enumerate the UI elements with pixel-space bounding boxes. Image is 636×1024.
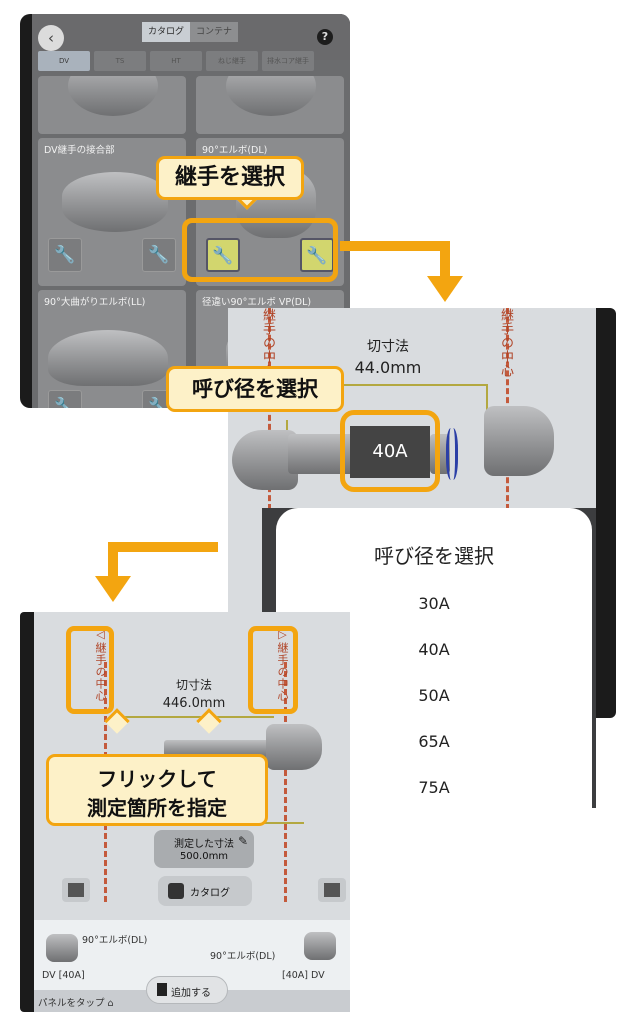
wrench-icon[interactable]: 🔧 bbox=[142, 238, 176, 272]
fitting-image bbox=[62, 172, 168, 232]
wrench-icon[interactable]: 🔧 bbox=[48, 390, 82, 408]
segment-catalog[interactable]: カタログ bbox=[142, 22, 191, 42]
diameter-screen-panel: 継手の中心 継手の中心 切寸法 44.0mm 40A 呼び径を選択 30A 40… bbox=[228, 308, 616, 808]
elbow-icon bbox=[304, 932, 336, 960]
bookmark-icon bbox=[157, 983, 167, 996]
measured-size-display[interactable]: 測定した寸法 500.0mm ✎ bbox=[154, 830, 254, 868]
dimension-line bbox=[264, 822, 304, 824]
measured-size-value: 500.0mm bbox=[179, 851, 229, 862]
fitting-image bbox=[48, 330, 168, 386]
diameter-option-30a[interactable]: 30A bbox=[418, 594, 450, 613]
arrow-connector bbox=[340, 241, 450, 251]
catalog-card-90-long-elbow[interactable]: 90°大曲がりエルボ(LL) 🔧 🔧 bbox=[38, 290, 186, 408]
catalog-button[interactable]: カタログ bbox=[158, 876, 252, 906]
callout-select-fitting: 継手を選択 bbox=[156, 156, 304, 200]
view-segment: カタログ コンテナ bbox=[142, 22, 239, 42]
highlight-diameter bbox=[340, 410, 440, 492]
catalog-screen: ‹ カタログ コンテナ ? DV TS HT ねじ継手 排水コア継手 bbox=[32, 14, 350, 408]
diameter-selector[interactable]: 40A bbox=[350, 426, 430, 478]
prev-fitting-button[interactable] bbox=[62, 878, 90, 902]
tab-drain-core-fitting[interactable]: 排水コア継手 bbox=[262, 51, 314, 71]
fitting-thumb-icon bbox=[68, 883, 84, 897]
fitting-name-left: 90°エルボ(DL) bbox=[82, 935, 148, 946]
highlight-fitting-tools bbox=[182, 218, 338, 282]
diameter-option-40a[interactable]: 40A bbox=[418, 640, 450, 659]
diameter-option-75a[interactable]: 75A bbox=[418, 778, 450, 797]
catalog-button-label: カタログ bbox=[190, 888, 230, 899]
category-tabs: DV TS HT ねじ継手 排水コア継手 bbox=[38, 51, 314, 71]
center-label-left: 継手の中心 bbox=[260, 308, 275, 378]
fitting-image bbox=[226, 76, 316, 116]
tab-dv[interactable]: DV bbox=[38, 51, 90, 71]
dimension-line bbox=[114, 716, 274, 718]
card-title: 径違い90°エルボ VP(DL) bbox=[202, 297, 312, 308]
spec-right: [40A] DV bbox=[282, 970, 325, 981]
elbow-fitting-left bbox=[232, 430, 298, 490]
callout-line-1: フリックして bbox=[97, 767, 217, 791]
segment-container[interactable]: コンテナ bbox=[190, 22, 239, 42]
arrow-down-icon bbox=[427, 276, 463, 302]
center-label-left: ◁継手の中心 bbox=[94, 628, 107, 702]
arrow-connector bbox=[108, 542, 218, 552]
dimension-line bbox=[288, 384, 488, 386]
center-label-right: ▷継手の中心 bbox=[276, 628, 289, 702]
add-button[interactable]: 追加する bbox=[146, 976, 228, 1004]
tab-ht[interactable]: HT bbox=[150, 51, 202, 71]
highlight-center-right bbox=[248, 626, 298, 714]
elbow-fitting-right bbox=[266, 724, 322, 770]
spec-left: DV [40A] bbox=[42, 970, 85, 981]
arrow-down-icon bbox=[95, 576, 131, 602]
measured-size-label: 測定した寸法 bbox=[174, 839, 234, 850]
diameter-option-65a[interactable]: 65A bbox=[418, 732, 450, 751]
tab-screw-fitting[interactable]: ねじ継手 bbox=[206, 51, 258, 71]
wrench-icon[interactable]: 🔧 bbox=[206, 238, 240, 272]
fitting-name-right: 90°エルボ(DL) bbox=[210, 951, 276, 962]
break-mark-icon bbox=[446, 428, 458, 480]
cut-length-title: 切寸法 bbox=[175, 678, 212, 692]
card-title: 90°大曲がりエルボ(LL) bbox=[44, 297, 146, 308]
catalog-card[interactable] bbox=[38, 76, 186, 134]
center-label-right: 継手の中心 bbox=[498, 308, 513, 378]
next-fitting-button[interactable] bbox=[318, 878, 346, 902]
highlight-center-left bbox=[66, 626, 114, 714]
popup-title: 呼び径を選択 bbox=[374, 544, 494, 568]
callout-select-diameter: 呼び径を選択 bbox=[166, 366, 344, 412]
cut-length-value: 446.0mm bbox=[162, 696, 226, 711]
card-title: DV継手の接合部 bbox=[44, 145, 115, 156]
add-button-label: 追加する bbox=[171, 988, 211, 999]
callout-line-2: 測定箇所を指定 bbox=[87, 796, 227, 820]
card-title: 90°エルボ(DL) bbox=[202, 145, 268, 156]
center-line-right bbox=[284, 662, 287, 902]
pipe-segment bbox=[164, 740, 274, 758]
help-icon[interactable]: ? bbox=[317, 29, 333, 45]
cut-length-title: 切寸法 bbox=[367, 339, 409, 355]
back-button[interactable]: ‹ bbox=[38, 25, 64, 51]
catalog-card-dv-joint[interactable]: DV継手の接合部 🔧 🔧 bbox=[38, 138, 186, 286]
fitting-image bbox=[68, 76, 158, 116]
pencil-icon[interactable]: ✎ bbox=[237, 834, 248, 848]
tab-ts[interactable]: TS bbox=[94, 51, 146, 71]
callout-flick-measure: フリックして 測定箇所を指定 bbox=[46, 754, 268, 826]
catalog-screen-panel: ‹ カタログ コンテナ ? DV TS HT ねじ継手 排水コア継手 bbox=[20, 14, 350, 408]
wrench-icon[interactable]: 🔧 bbox=[48, 238, 82, 272]
arrow-connector bbox=[440, 241, 450, 279]
arrow-connector bbox=[108, 542, 118, 578]
catalog-card[interactable] bbox=[196, 76, 344, 134]
tap-hint-text: パネルをタップ ⌂ bbox=[38, 998, 114, 1009]
elbow-fitting-right bbox=[484, 406, 554, 476]
diameter-option-50a[interactable]: 50A bbox=[418, 686, 450, 705]
chevron-left-icon: ‹ bbox=[48, 29, 54, 47]
grid-icon bbox=[168, 883, 184, 899]
elbow-icon bbox=[46, 934, 78, 962]
cut-length-value: 44.0mm bbox=[354, 358, 422, 377]
fitting-thumb-icon bbox=[324, 883, 340, 897]
